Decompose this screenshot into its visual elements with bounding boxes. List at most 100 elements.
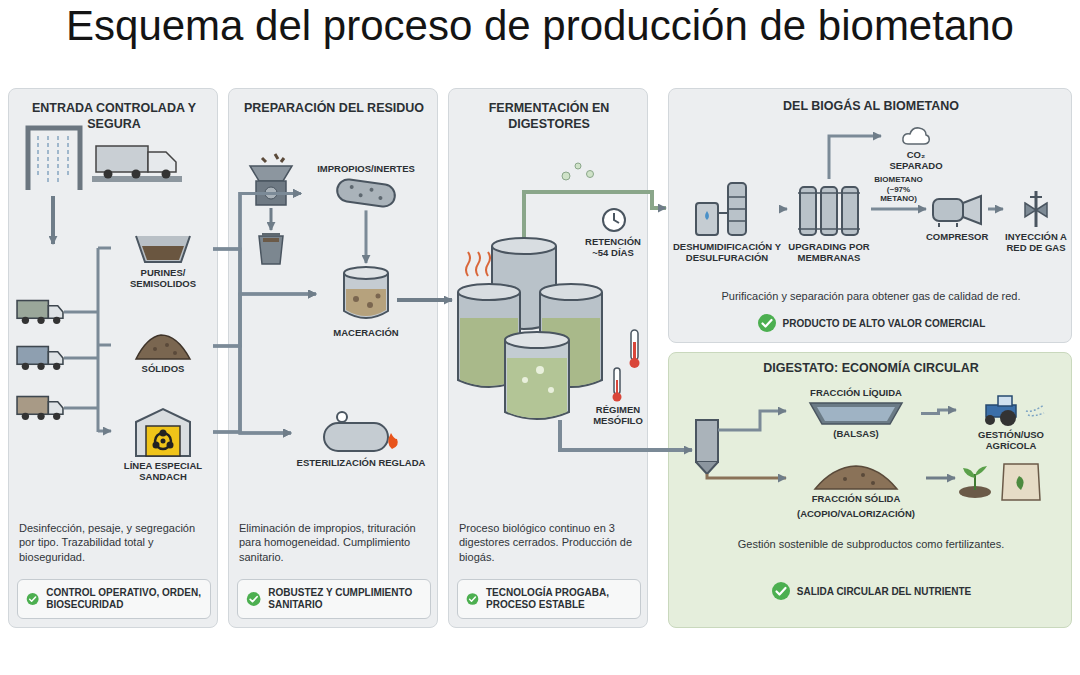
waste-bin (259, 233, 283, 264)
process-step: SÓLIDOS (113, 331, 213, 376)
text-slot: Purificación y separación para obtener g… (679, 289, 1063, 303)
process-step: FRACCIÓN LÍQUIDA(BALSAS) (791, 385, 921, 442)
flow-connector (871, 208, 926, 211)
svg-circle (167, 442, 174, 449)
svg-circle (587, 171, 594, 178)
svg-circle (985, 415, 995, 425)
process-step: LÍNEA ESPECIAL SANDACH (113, 406, 213, 485)
svg-circle (132, 170, 141, 179)
svg-path (815, 466, 897, 489)
svg-circle (153, 442, 160, 449)
svg-circle (467, 593, 479, 605)
svg-path (136, 409, 190, 456)
svg-rect (728, 183, 746, 235)
svg-path (388, 433, 398, 449)
svg-path (262, 233, 280, 236)
process-step: ESTERILIZACIÓN REGLADA (291, 411, 431, 470)
step-label: MACERACIÓN (316, 327, 416, 338)
svg-path (142, 246, 184, 260)
step-label: DESHUMIDIFICACIÓN Y DESULFURACIÓN (671, 241, 783, 264)
icon (806, 400, 906, 426)
svg-path (505, 340, 569, 419)
svg-rect (842, 187, 858, 235)
panel-description: Desinfección, pesaje, y segregación por … (19, 521, 211, 564)
process-step: CO₂ SEPARADO (881, 125, 951, 174)
svg-circle (160, 430, 167, 437)
svg-circle (162, 170, 171, 179)
text-slot: DIGESTATO: ECONOMÍA CIRCULAR (679, 361, 1063, 377)
svg-rect (633, 342, 636, 360)
svg-rect (96, 146, 148, 172)
svg-ellipse (492, 238, 556, 254)
svg-circle (378, 196, 383, 201)
status-badge: ROBUSTEZ Y CUMPLIMIENTO SANITARIO (237, 579, 431, 619)
panel-description: Proceso biológico continuo en 3 digestor… (459, 521, 641, 564)
diagram-title: Esquema del proceso de producción de bio… (0, 2, 1080, 50)
svg-circle (173, 351, 177, 355)
icon (133, 233, 193, 265)
svg-circle (358, 193, 363, 198)
text-slot: Eliminación de impropios, trituración pa… (239, 521, 431, 564)
annotation-label: RÉGIMEN MESÓFILO (590, 404, 646, 427)
status-badge: CONTROL OPERATIVO, ORDEN, BIOSECURIDAD (17, 579, 211, 619)
panel-description: Purificación y separación para obtener g… (679, 289, 1063, 303)
flow-connector (213, 432, 291, 433)
separator (696, 420, 718, 474)
text-slot: Proceso biológico continuo en 3 digestor… (459, 521, 641, 564)
svg-path (798, 193, 860, 229)
svg-circle (153, 347, 157, 351)
icon (133, 331, 193, 361)
svg-path (263, 238, 279, 242)
svg-ellipse (540, 284, 602, 300)
clock (603, 209, 625, 231)
icon (1021, 189, 1051, 229)
svg-path (810, 403, 902, 424)
text-slot: SALIDA CIRCULAR DEL NUTRIENTE (679, 581, 1063, 601)
svg-path (705, 211, 709, 220)
panel-description: Gestión sostenible de subproductos como … (679, 537, 1063, 551)
icon (132, 406, 194, 458)
badge-line: PRODUCTO DE ALTO VALOR COMERCIAL (679, 313, 1063, 333)
icon (338, 263, 394, 325)
process-step: UPGRADING POR MEMBRANAS (787, 179, 871, 266)
icon (692, 179, 762, 239)
icon (901, 125, 931, 147)
step-label: TECNOLOGÍA PROGABA, PROCESO ESTABLE (486, 587, 632, 611)
svg-rect (616, 380, 618, 395)
flow-connector (365, 210, 368, 263)
svg-ellipse (344, 267, 388, 279)
svg-path (718, 212, 728, 214)
text-slot: PREPARACIÓN DEL RESIDUO (239, 101, 429, 117)
svg-circle (536, 366, 544, 374)
svg-circle (376, 294, 381, 299)
icon (976, 393, 1046, 427)
step-label: ESTERILIZACIÓN REGLADA (291, 457, 431, 468)
svg-path (762, 320, 771, 327)
flow-arrow (51, 196, 55, 244)
svg-circle (758, 314, 776, 332)
panel-heading: ENTRADA CONTROLADA Y SEGURA (19, 101, 209, 132)
badge-line: SALIDA CIRCULAR DEL NUTRIENTE (679, 581, 1063, 601)
svg-ellipse (505, 332, 569, 348)
svg-circle (367, 302, 373, 308)
svg-path (728, 197, 746, 221)
step-label: CONTROL OPERATIVO, ORDEN, BIOSECURIDAD (46, 587, 202, 611)
arriving-trucks (17, 301, 63, 420)
svg-circle (843, 477, 847, 481)
panel-heading: DEL BIOGÁS AL BIOMETANO (679, 99, 1063, 115)
svg-path (507, 358, 567, 418)
step-label: INYECCIÓN A RED DE GAS (1003, 231, 1069, 254)
svg-path (1030, 197, 1042, 210)
icon (466, 589, 479, 609)
text-slot: PRODUCTO DE ALTO VALOR COMERCIAL (679, 313, 1063, 333)
svg-rect (696, 203, 718, 235)
panel-heading: DIGESTATO: ECONOMÍA CIRCULAR (679, 361, 1063, 377)
svg-circle (247, 592, 261, 606)
process-step: FRACCIÓN SÓLIDA(ACOPIO/VALORIZACIÓN) (791, 463, 921, 522)
svg-circle (861, 473, 865, 477)
svg-circle (548, 387, 554, 393)
svg-path (30, 597, 36, 601)
process-step: IMPROPIOS/INERTES (301, 161, 431, 210)
step-label: PRODUCTO DE ALTO VALOR COMERCIAL (783, 318, 986, 329)
status-badge: TECNOLOGÍA PROGABA, PROCESO ESTABLE (457, 579, 641, 619)
